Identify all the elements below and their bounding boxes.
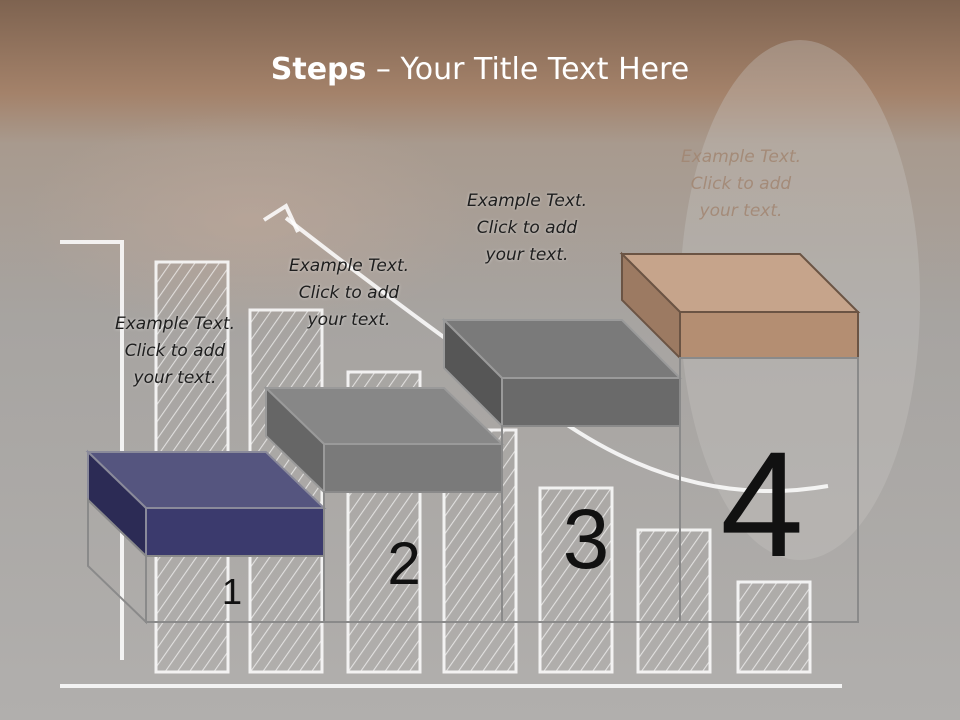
caption-line: your text. bbox=[133, 368, 217, 388]
step-number-3: 3 bbox=[563, 492, 610, 586]
step-2-caption[interactable]: Example Text. Click to add your text. bbox=[254, 253, 444, 334]
slide-title[interactable]: Steps – Your Title Text Here bbox=[0, 52, 960, 87]
caption-line: Click to add bbox=[690, 174, 792, 194]
caption-line: Example Text. bbox=[114, 314, 236, 334]
caption-line: your text. bbox=[485, 245, 569, 265]
step-number-1: 1 bbox=[222, 571, 242, 612]
step-3[interactable]: 3 bbox=[441, 317, 683, 623]
caption-line: your text. bbox=[307, 310, 391, 330]
caption-line: Click to add bbox=[298, 283, 400, 303]
caption-line: Example Text. bbox=[466, 191, 588, 211]
step-number-2: 2 bbox=[387, 530, 420, 597]
step-4[interactable]: 4 bbox=[619, 251, 861, 623]
step-number-4: 4 bbox=[720, 420, 803, 588]
step-3-caption[interactable]: Example Text. Click to add your text. bbox=[432, 188, 622, 269]
step-1-caption[interactable]: Example Text. Click to add your text. bbox=[80, 311, 270, 392]
caption-line: Example Text. bbox=[288, 256, 410, 276]
title-rest: – Your Title Text Here bbox=[366, 52, 690, 87]
step-1[interactable]: 1 bbox=[85, 449, 327, 625]
title-bold: Steps bbox=[270, 52, 367, 87]
caption-line: Click to add bbox=[476, 218, 578, 238]
step-4-caption[interactable]: Example Text. Click to add your text. bbox=[646, 144, 836, 225]
step-2[interactable]: 2 bbox=[263, 385, 505, 623]
caption-line: Click to add bbox=[124, 341, 226, 361]
hand-shape bbox=[20, 110, 480, 330]
caption-line: your text. bbox=[699, 201, 783, 221]
caption-line: Example Text. bbox=[680, 147, 802, 167]
